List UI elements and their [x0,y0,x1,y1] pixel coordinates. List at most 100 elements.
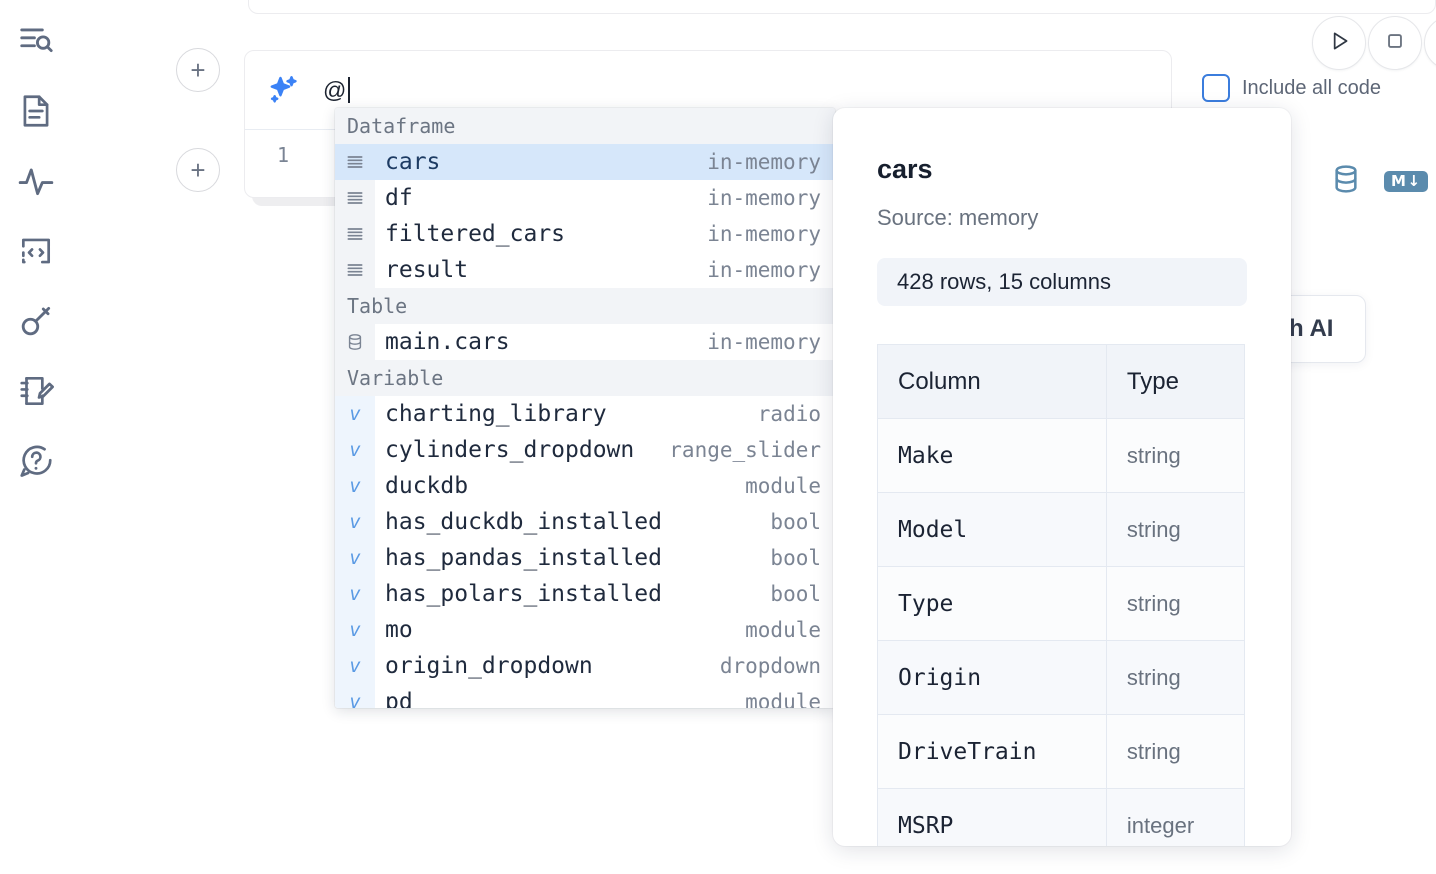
autocomplete-item[interactable]: v has_duckdb_installed bool [335,504,835,540]
sidebar-item-activity[interactable] [12,156,60,206]
sparkle-ai-icon [267,73,301,107]
left-icon-rail [0,0,72,874]
schema-column-type: string [1105,714,1246,789]
sidebar-item-files[interactable] [12,86,60,136]
autocomplete-item[interactable]: v origin_dropdown dropdown [335,648,835,684]
sidebar-item-scratchpad[interactable] [12,366,60,416]
ai-prompt-input[interactable]: @ [323,76,350,104]
dataframe-icon [335,216,375,252]
variable-icon: v [335,612,375,648]
sidebar-item-help[interactable] [12,436,60,486]
autocomplete-group-header: Dataframe [335,108,835,144]
schema-column-name: Origin [877,640,1107,715]
autocomplete-group-header: Table [335,288,835,324]
autocomplete-item-meta: in-memory [707,258,821,282]
schema-column-type: string [1105,640,1246,715]
stop-square-icon [1382,28,1408,59]
autocomplete-item[interactable]: cars in-memory [335,144,835,180]
autocomplete-item[interactable]: df in-memory [335,180,835,216]
autocomplete-item-label: has_polars_installed [385,581,662,607]
stop-cell-button[interactable] [1368,16,1422,70]
variable-icon: v [335,576,375,612]
autocomplete-item-label: origin_dropdown [385,653,593,679]
variable-icon: v [335,396,375,432]
schema-table-header-cell: Type [1105,344,1246,419]
autocomplete-item-meta: bool [770,582,821,606]
autocomplete-item-meta: dropdown [719,654,821,678]
schema-column-type: string [1105,566,1246,641]
variable-icon: v [335,432,375,468]
schema-table-header-cell: Column [877,344,1107,419]
autocomplete-group-header: Variable [335,360,835,396]
cell-toolbar: M↓ [1330,163,1428,200]
schema-column-type: string [1105,418,1246,493]
plus-icon: + [190,155,206,185]
info-panel-source: Source: memory [877,205,1039,230]
autocomplete-item-label: cars [385,149,441,175]
help-chat-icon [17,442,55,480]
include-all-code-row[interactable]: Include all code [1202,74,1381,102]
file-text-icon [17,92,55,130]
include-all-code-checkbox[interactable] [1202,74,1230,102]
variable-icon: v [335,504,375,540]
include-all-code-label: Include all code [1242,76,1381,99]
add-cell-above-button[interactable]: + [176,48,220,92]
autocomplete-item-meta: bool [770,510,821,534]
key-icon [17,302,55,340]
autocomplete-dropdown[interactable]: Dataframe cars in-memory df in-memory filtere… [335,108,835,708]
schema-column-name: MSRP [877,788,1107,846]
autocomplete-item-meta: module [745,474,821,498]
variable-icon: v [335,468,375,504]
autocomplete-item[interactable]: v has_polars_installed bool [335,576,835,612]
sidebar-item-outline[interactable] [12,16,60,66]
schema-column-type: integer [1105,788,1246,846]
info-panel-shape: 428 rows, 15 columns [877,258,1247,306]
autocomplete-item-label: filtered_cars [385,221,566,247]
autocomplete-item-meta: in-memory [707,150,821,174]
variable-icon: v [335,648,375,684]
variable-icon: v [335,684,375,708]
autocomplete-item-meta: in-memory [707,186,821,210]
notebook-top-card [248,0,1436,14]
more-actions-button[interactable] [1424,16,1436,70]
markdown-badge-label: M [1391,172,1407,190]
autocomplete-item-meta: module [745,690,821,708]
text-caret [347,76,350,103]
code-brackets-icon [17,232,55,270]
schema-column-name: DriveTrain [877,714,1107,789]
notebook-edit-icon [17,372,55,410]
sidebar-item-secrets[interactable] [12,296,60,346]
code-editor-row[interactable]: 1 [245,131,1171,198]
dataframe-icon [335,180,375,216]
autocomplete-item-label: main.cars [385,329,510,355]
database-icon[interactable] [1330,163,1362,200]
sidebar-item-snippets[interactable] [12,226,60,276]
schema-column-name: Model [877,492,1107,567]
autocomplete-item-label: df [385,185,413,211]
info-panel-title: cars [877,154,933,184]
run-cell-button[interactable] [1312,16,1366,70]
variable-info-panel: cars Source: memory 428 rows, 15 columns… [833,108,1291,846]
table-database-icon [335,324,375,360]
autocomplete-item-label: has_duckdb_installed [385,509,662,535]
autocomplete-item-meta: range_slider [669,438,821,462]
schema-column-name: Make [877,418,1107,493]
markdown-badge-icon[interactable]: M↓ [1384,171,1428,192]
add-cell-below-button[interactable]: + [176,148,220,192]
